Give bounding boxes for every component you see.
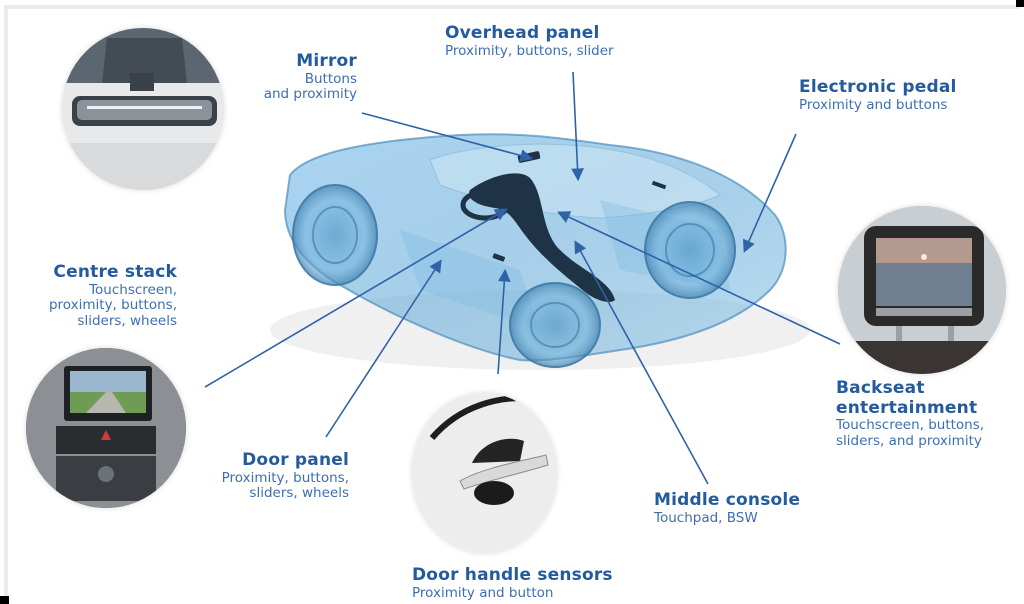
label-middle-console: Middle console Touchpad, BSW [654,490,834,526]
label-desc: Touchpad, BSW [654,509,758,526]
label-title: Middle console [654,490,801,510]
label-title: Mirror [296,51,357,71]
label-desc: Buttons [304,70,357,87]
label-backseat-entertainment: Backseat entertainment Touchscreen, butt… [836,378,1021,449]
label-overhead-panel: Overhead panel Proximity, buttons, slide… [445,23,675,59]
centre-stack-photo [26,348,186,508]
label-desc: sliders, wheels [249,485,349,502]
label-desc: sliders, and proximity [836,432,982,449]
label-title: Door handle sensors [412,565,613,585]
label-desc: and proximity [263,86,357,103]
label-title: entertainment [836,397,978,418]
corner-mark [0,596,9,604]
label-mirror: Mirror Buttons and proximity [230,51,357,103]
door-handle-photo [412,393,557,553]
label-door-handle-sensors: Door handle sensors Proximity and button [412,565,652,601]
label-desc: Proximity and buttons [799,96,948,113]
backseat-entertainment-photo [838,206,1006,374]
label-desc: Proximity, buttons, [221,469,349,486]
label-door-panel: Door panel Proximity, buttons, sliders, … [190,450,349,502]
label-title: Backseat [836,378,925,398]
label-title: Overhead panel [445,23,600,43]
label-desc: sliders, wheels [77,312,177,329]
label-desc: Proximity and button [412,584,554,601]
label-desc: Touchscreen, buttons, [836,417,985,434]
label-title: Electronic pedal [799,77,957,97]
label-desc: proximity, buttons, [48,297,177,314]
label-desc: Touchscreen, [89,281,177,298]
label-centre-stack: Centre stack Touchscreen, proximity, but… [20,262,177,329]
corner-mark [1016,0,1024,7]
mirror-photo [62,28,224,190]
label-desc: Proximity, buttons, slider [445,42,614,59]
label-title: Centre stack [53,262,177,282]
label-electronic-pedal: Electronic pedal Proximity and buttons [799,77,1014,113]
label-title: Door panel [242,450,349,470]
